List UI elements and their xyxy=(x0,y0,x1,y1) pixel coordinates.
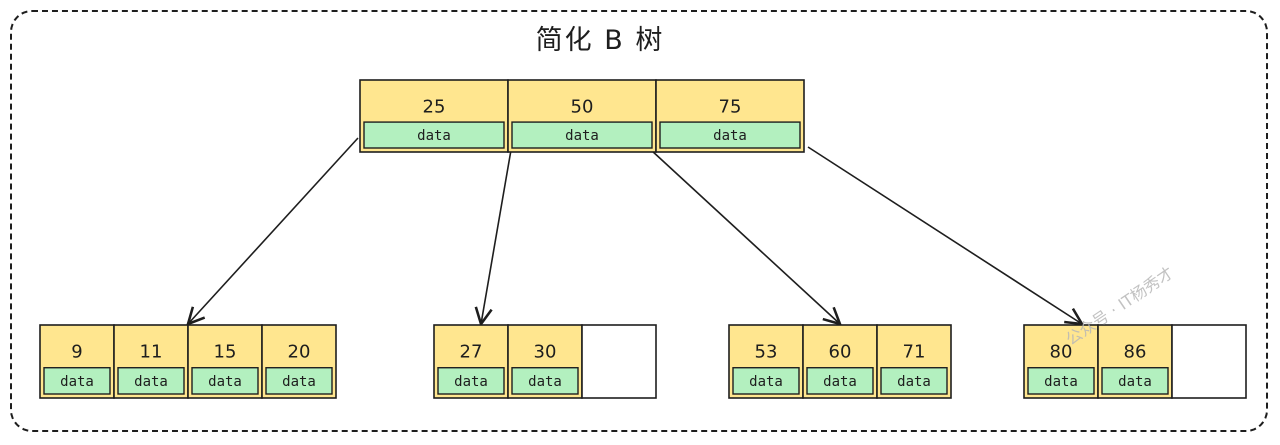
leaf-cell-71-data-label: data xyxy=(897,374,931,390)
root-cell-75-data-label: data xyxy=(713,128,747,144)
root-cell-25-key: 25 xyxy=(423,96,446,117)
leaf-cell-30-data-label: data xyxy=(528,374,562,390)
leaf-cell-60-key: 60 xyxy=(829,342,852,363)
root-cell-25-data-label: data xyxy=(417,128,451,144)
leaf-cell-27: 27 data xyxy=(433,324,509,399)
tree-edges xyxy=(188,137,1082,324)
root-cell-75-data-box xyxy=(659,121,801,149)
leaf-empty-slot xyxy=(1171,324,1247,399)
root-node: 25 data 50 data 75 data xyxy=(359,79,805,153)
leaf-cell-80-data-label: data xyxy=(1044,374,1078,390)
tree-nodes: 25 data 50 data 75 data 9 data 11 data 15 data 20 dat… xyxy=(39,79,1247,399)
root-cell-25-data-box xyxy=(363,121,505,149)
leaf-cell-71: 71 data xyxy=(876,324,952,399)
child-pointer-arrow xyxy=(807,146,1082,324)
child-pointer-arrow xyxy=(481,149,512,324)
leaf-cell-9-data-box xyxy=(43,367,111,395)
leaf-cell-27-data-label: data xyxy=(454,374,488,390)
leaf-cell-53: 53 data xyxy=(728,324,804,399)
leaf-cell-60-data-label: data xyxy=(823,374,857,390)
leaf-node: 80 data 86 data xyxy=(1023,324,1247,399)
leaf-cell-20-data-box xyxy=(265,367,333,395)
diagram-frame xyxy=(10,10,1268,432)
leaf-node: 9 data 11 data 15 data 20 data xyxy=(39,324,337,399)
leaf-cell-11-data-box xyxy=(117,367,185,395)
leaf-cell-20-data-label: data xyxy=(282,374,316,390)
leaf-node: 53 data 60 data 71 data xyxy=(728,324,952,399)
leaf-cell-71-key: 71 xyxy=(903,342,926,363)
leaf-cell-60: 60 data xyxy=(802,324,878,399)
root-cell-50: 50 data xyxy=(507,79,657,153)
leaf-cell-53-key: 53 xyxy=(755,342,778,363)
leaf-cell-30-data-box xyxy=(511,367,579,395)
root-cell-75: 75 data xyxy=(655,79,805,153)
leaf-cell-9-data-label: data xyxy=(60,374,94,390)
leaf-cell-11-data-label: data xyxy=(134,374,168,390)
leaf-cell-30: 30 data xyxy=(507,324,583,399)
leaf-cell-15: 15 data xyxy=(187,324,263,399)
leaf-cell-15-data-box xyxy=(191,367,259,395)
leaf-cell-80: 80 data xyxy=(1023,324,1099,399)
leaf-cell-27-data-box xyxy=(437,367,505,395)
root-cell-75-key: 75 xyxy=(719,96,742,117)
leaf-cell-15-key: 15 xyxy=(214,342,237,363)
root-cell-50-key: 50 xyxy=(571,96,594,117)
leaf-cell-71-data-box xyxy=(880,367,948,395)
leaf-cell-86-data-label: data xyxy=(1118,374,1152,390)
leaf-cell-11-key: 11 xyxy=(140,342,163,363)
leaf-cell-30-key: 30 xyxy=(534,342,557,363)
leaf-cell-27-key: 27 xyxy=(460,342,483,363)
leaf-cell-20-key: 20 xyxy=(288,342,311,363)
leaf-cell-9: 9 data xyxy=(39,324,115,399)
leaf-empty-slot xyxy=(581,324,657,399)
leaf-cell-15-data-label: data xyxy=(208,374,242,390)
leaf-cell-53-data-box xyxy=(732,367,800,395)
leaf-cell-20: 20 data xyxy=(261,324,337,399)
leaf-cell-86: 86 data xyxy=(1097,324,1173,399)
leaf-cell-9-key: 9 xyxy=(71,342,82,363)
root-cell-50-data-label: data xyxy=(565,128,599,144)
diagram-title: 简化 B 树 xyxy=(535,25,665,56)
leaf-cell-86-data-box xyxy=(1101,367,1169,395)
leaf-cell-53-data-label: data xyxy=(749,374,783,390)
leaf-node: 27 data 30 data xyxy=(433,324,657,399)
child-pointer-arrow xyxy=(188,137,359,324)
child-pointer-arrow xyxy=(650,149,840,324)
root-cell-50-data-box xyxy=(511,121,653,149)
leaf-cell-80-key: 80 xyxy=(1050,342,1073,363)
leaf-cell-11: 11 data xyxy=(113,324,189,399)
root-cell-25: 25 data xyxy=(359,79,509,153)
leaf-cell-86-key: 86 xyxy=(1124,342,1147,363)
leaf-cell-60-data-box xyxy=(806,367,874,395)
leaf-cell-80-data-box xyxy=(1027,367,1095,395)
